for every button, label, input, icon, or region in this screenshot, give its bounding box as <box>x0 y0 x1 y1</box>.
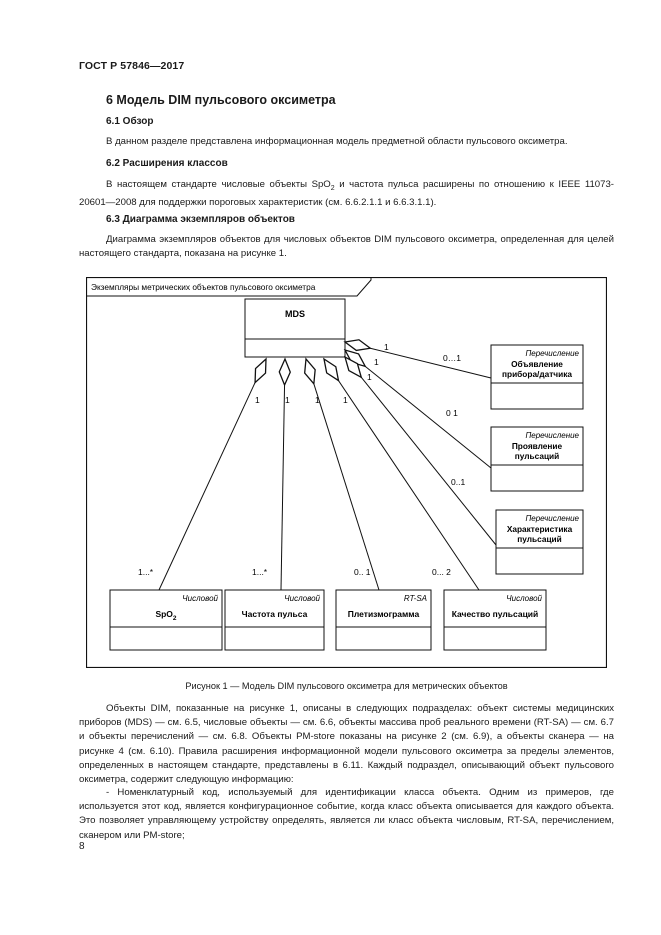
enumeration-name-line-2: пульсаций <box>515 451 560 461</box>
paragraph-6-2-subscript: 2 <box>330 184 335 192</box>
paragraph-6-1: В данном разделе представлена информацио… <box>79 135 614 149</box>
metric-name: Частота пульса <box>242 609 308 619</box>
multiplicity-object-side: 0.. 1 <box>354 567 371 577</box>
metric-box-frame <box>109 589 223 651</box>
metric-stereotype: RT-SA <box>404 594 427 603</box>
enumeration-class-boxes: ПеречислениеОбъявлениеприбора/датчикаПер… <box>490 344 584 575</box>
association-line <box>360 376 497 546</box>
body-paragraph-2-text: - Номенклатурный код, используемый для и… <box>79 787 614 841</box>
multiplicity-object-side: 0…1 <box>443 353 461 363</box>
metric-name-text: Частота пульса <box>242 609 308 619</box>
multiplicity-mds-side: 1 <box>374 357 379 367</box>
metric-box-frame <box>443 589 547 651</box>
enumeration-stereotype: Перечисление <box>525 431 579 440</box>
metric-stereotype: Числовой <box>506 594 542 603</box>
paragraph-6-2-text-b: и частота пульса расширены по отношению … <box>79 179 614 209</box>
aggregation-diamond <box>254 357 267 385</box>
document-id: ГОСТ Р 57846—2017 <box>79 60 185 72</box>
body-paragraph-2: - Номенклатурный код, используемый для и… <box>79 786 614 843</box>
aggregation-diamond <box>343 355 363 379</box>
association-line <box>338 380 480 591</box>
enumeration-name-line-2: прибора/датчика <box>502 369 572 379</box>
multiplicity-mds-side: 1 <box>384 342 389 352</box>
multiplicity-object-side: 0... 2 <box>432 567 451 577</box>
paragraph-6-1-text: В данном разделе представлена информацио… <box>106 136 568 147</box>
multiplicity-mds-side: 1 <box>315 395 320 405</box>
metric-name: Качество пульсаций <box>452 609 539 619</box>
multiplicity-object-side: 1...* <box>138 567 154 577</box>
metric-stereotype: Числовой <box>182 594 218 603</box>
aggregation-diamond <box>303 357 316 386</box>
page-number: 8 <box>79 841 85 852</box>
multiplicity-object-side: 0 1 <box>446 408 458 418</box>
paragraph-6-3-text: Диаграмма экземпляров объектов для число… <box>79 234 614 260</box>
frame-title: Экземпляры метрических объектов пульсово… <box>91 282 316 292</box>
enumeration-name-line-1: Характеристика <box>507 524 573 534</box>
paragraph-6-2: В настоящем стандарте числовые объекты S… <box>79 178 614 210</box>
metric-box-frame <box>335 589 432 651</box>
association-line <box>313 383 380 591</box>
paragraph-6-3: Диаграмма экземпляров объектов для число… <box>79 233 614 261</box>
metric-box-frame <box>224 589 325 651</box>
metric-name-text: Плетизмограмма <box>348 609 420 619</box>
mds-label: MDS <box>285 309 305 319</box>
aggregation-diamond <box>323 357 340 382</box>
aggregation-diamond <box>343 339 372 352</box>
association-lines <box>158 347 497 591</box>
section-title: 6 Модель DIM пульсового оксиметра <box>106 93 336 107</box>
enumeration-name-line-1: Проявление <box>512 441 563 451</box>
enumeration-name-line-1: Объявление <box>511 359 563 369</box>
metric-name: SpO2 <box>155 609 176 622</box>
enumeration-box-frame <box>495 509 584 575</box>
metric-name-subscript: 2 <box>173 615 177 622</box>
subsection-title-6-1: 6.1 Обзор <box>106 116 154 127</box>
metric-name-text: Качество пульсаций <box>452 609 539 619</box>
association-line <box>364 365 492 469</box>
multiplicity-mds-side: 1 <box>285 395 290 405</box>
enumeration-stereotype: Перечисление <box>525 349 579 358</box>
body-paragraph-1-text: Объекты DIM, показанные на рисунке 1, оп… <box>79 703 614 786</box>
aggregation-diamond <box>343 348 367 368</box>
enumeration-name-line-2: пульсаций <box>517 534 562 544</box>
multiplicity-mds-side: 1 <box>255 395 260 405</box>
association-line <box>280 384 286 591</box>
mds-class-box: MDS <box>244 298 346 358</box>
multiplicity-mds-side: 1 <box>367 372 372 382</box>
association-line <box>370 347 492 379</box>
object-instance-diagram: Экземпляры метрических объектов пульсово… <box>86 277 607 668</box>
subsection-title-6-2: 6.2 Расширения классов <box>106 158 228 169</box>
frame-title-tab <box>86 277 372 297</box>
multiplicity-object-side: 0..1 <box>451 477 465 487</box>
aggregation-diamonds <box>254 339 372 387</box>
association-line <box>158 382 256 591</box>
figure-caption: Рисунок 1 — Модель DIM пульсового оксиме… <box>185 681 508 691</box>
aggregation-diamond <box>278 357 291 387</box>
enumeration-box-frame <box>490 426 584 492</box>
paragraph-6-2-text-a: В настоящем стандарте числовые объекты S… <box>106 179 331 190</box>
multiplicity-object-side: 1...* <box>252 567 268 577</box>
metric-name-text: SpO <box>155 609 173 619</box>
multiplicity-labels: 1 0…1 1 0 1 1 0..1 1 1...* 1 1...* 1 0.. 1 1 0... 2 <box>138 342 465 577</box>
metric-class-box: RT-SA Плетизмограмма <box>335 589 432 651</box>
enumeration-box-frame <box>490 344 584 410</box>
subsection-title-6-3: 6.3 Диаграмма экземпляров объектов <box>106 214 295 225</box>
metric-name: Плетизмограмма <box>348 609 420 619</box>
enumeration-stereotype: Перечисление <box>525 514 579 523</box>
body-paragraph-1: Объекты DIM, показанные на рисунке 1, оп… <box>79 702 614 787</box>
metric-stereotype: Числовой <box>284 594 320 603</box>
multiplicity-mds-side: 1 <box>343 395 348 405</box>
